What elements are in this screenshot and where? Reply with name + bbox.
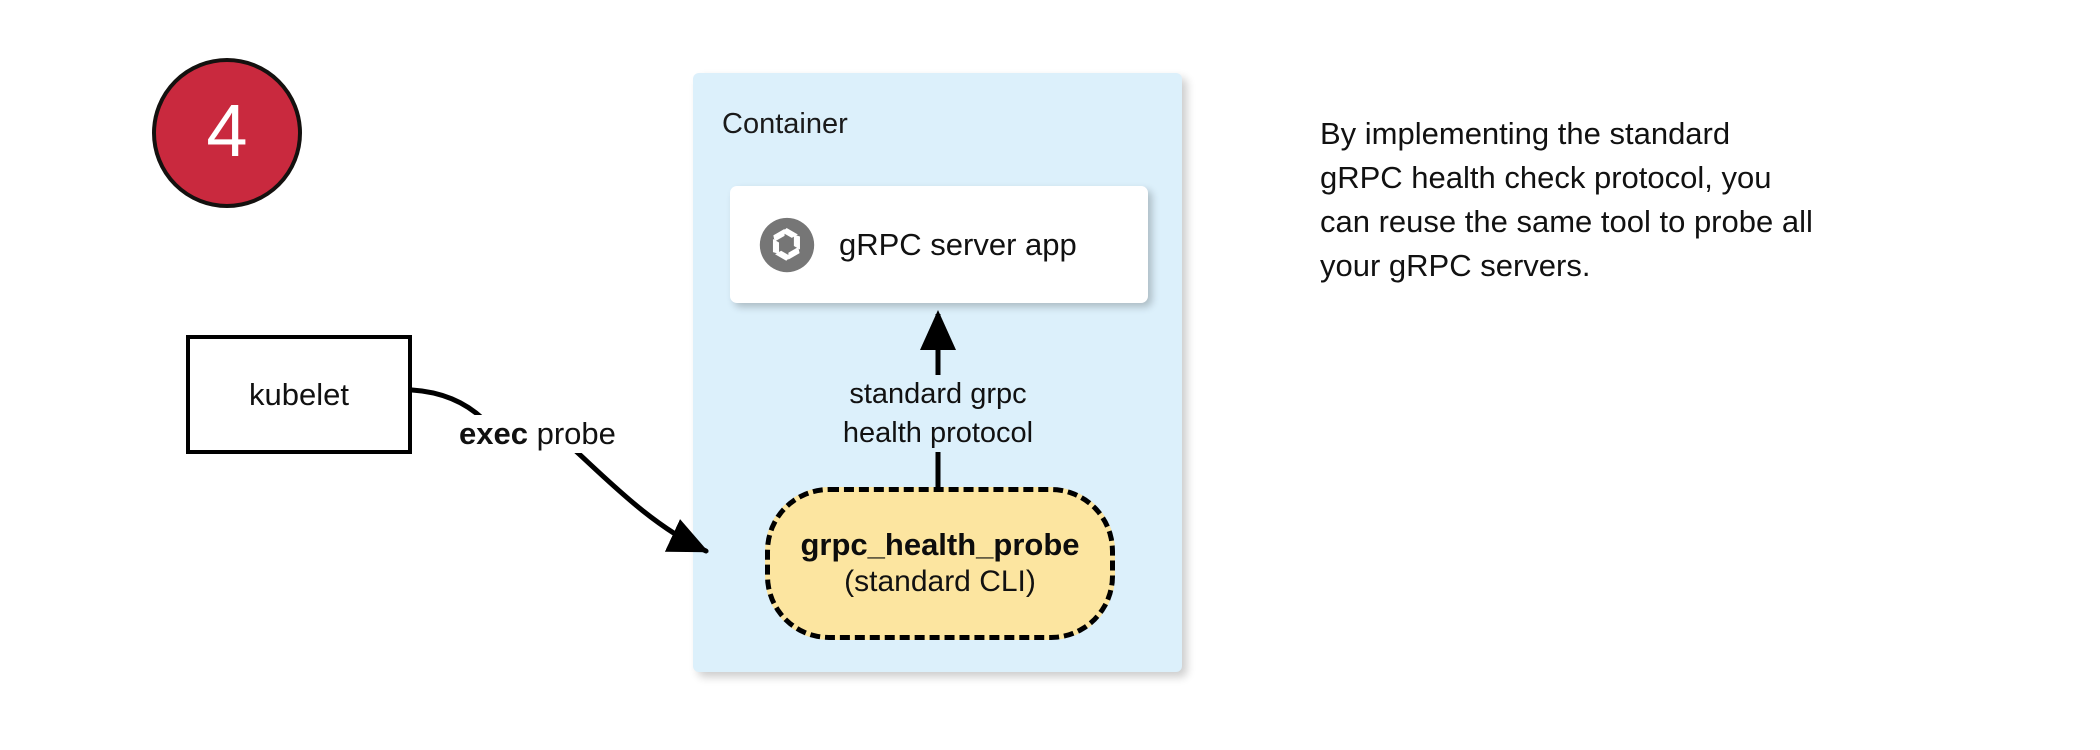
caption-line-4: your gRPC servers. <box>1320 248 1591 284</box>
health-protocol-label: standard grpc health protocol <box>838 375 1038 453</box>
kubelet-box: kubelet <box>186 335 412 454</box>
step-number-badge: 4 <box>152 58 302 208</box>
health-protocol-line-1: standard grpc <box>838 375 1038 414</box>
exec-probe-rest: probe <box>527 416 616 451</box>
container-label: Container <box>722 108 848 140</box>
caption-line-1: By implementing the standard <box>1320 116 1731 151</box>
grpc-server-app-card: gRPC server app <box>730 186 1148 303</box>
grpc-health-probe-pill: grpc_health_probe (standard CLI) <box>765 487 1115 640</box>
grpc-health-probe-title: grpc_health_probe <box>800 527 1080 563</box>
exec-probe-arrow <box>563 439 709 554</box>
caption-line-3: can reuse the same tool to probe all <box>1320 204 1813 240</box>
caption-line-2: gRPC health check protocol, you <box>1320 160 1772 196</box>
exec-probe-label: exec probe <box>455 415 620 453</box>
caption-text: By implementing the standard gRPC health… <box>1320 112 1940 288</box>
grpc-server-app-label: gRPC server app <box>839 226 1077 262</box>
kubelet-label: kubelet <box>249 376 349 412</box>
exec-probe-bold: exec <box>459 416 528 451</box>
grpc-aperture-icon <box>759 217 815 272</box>
step-number-text: 4 <box>206 89 248 172</box>
grpc-health-probe-subtitle: (standard CLI) <box>844 565 1036 599</box>
health-protocol-line-2: health protocol <box>838 413 1038 453</box>
